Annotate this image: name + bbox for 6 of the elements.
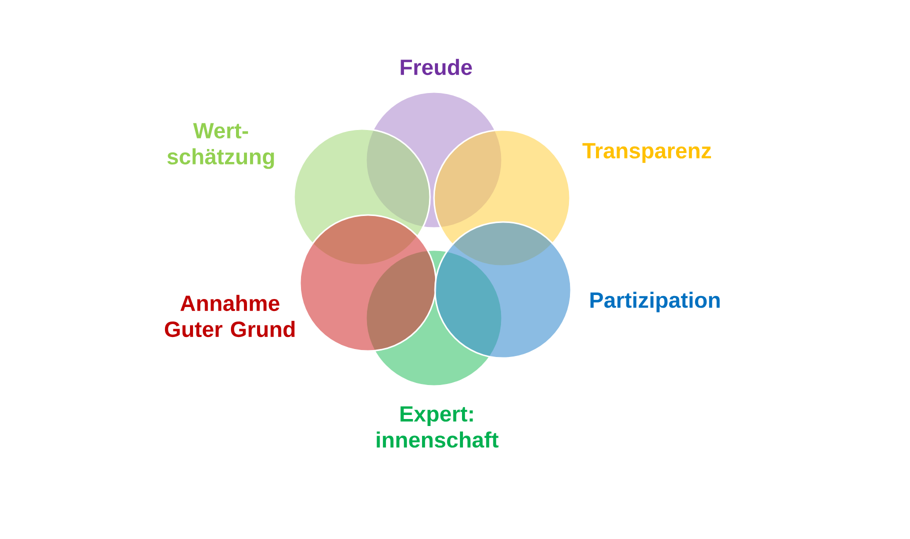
circle-label: Freude — [400, 58, 472, 76]
circle-label: Annahme Guter Grund — [164, 294, 295, 338]
circle-label: Partizipation — [590, 292, 720, 312]
circle-label: Expert: innenschaft — [376, 406, 498, 448]
circle-label: Wert- schätzung — [167, 123, 274, 169]
circle-label: Transparenz — [582, 143, 712, 163]
